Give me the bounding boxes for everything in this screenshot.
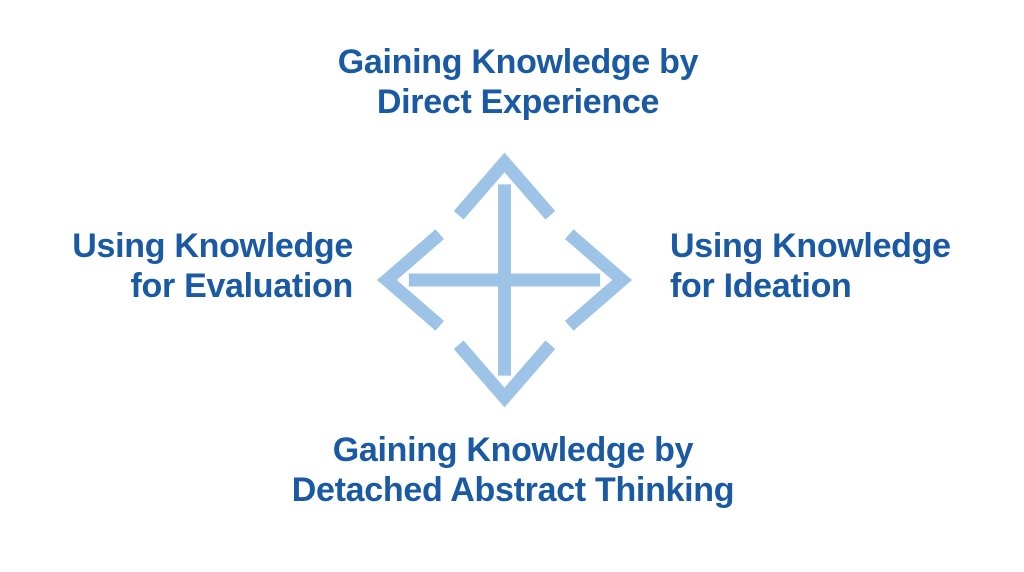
label-bottom-line2: Detached Abstract Thinking	[291, 471, 735, 509]
label-top-direct-experience: Gaining Knowledge by Direct Experience	[337, 42, 699, 122]
label-left-line2: for Evaluation	[130, 267, 354, 305]
arrowhead-right	[565, 229, 632, 331]
arrowhead-up	[453, 152, 556, 220]
label-top-line1: Gaining Knowledge by	[337, 43, 699, 81]
label-right-line1: Using Knowledge	[670, 227, 951, 265]
label-bottom-abstract-thinking: Gaining Knowledge by Detached Abstract T…	[291, 430, 735, 510]
label-top-line2: Direct Experience	[376, 83, 660, 121]
label-left-line1: Using Knowledge	[72, 227, 353, 265]
label-right-ideation: Using Knowledge for Ideation	[670, 226, 951, 306]
label-right-line2: for Ideation	[670, 267, 852, 305]
label-left-evaluation: Using Knowledge for Evaluation	[72, 226, 353, 306]
arrowhead-down	[453, 340, 556, 408]
four-way-move-arrow-icon	[375, 150, 634, 410]
arrowhead-left	[377, 229, 444, 331]
label-bottom-line1: Gaining Knowledge by	[332, 431, 694, 469]
